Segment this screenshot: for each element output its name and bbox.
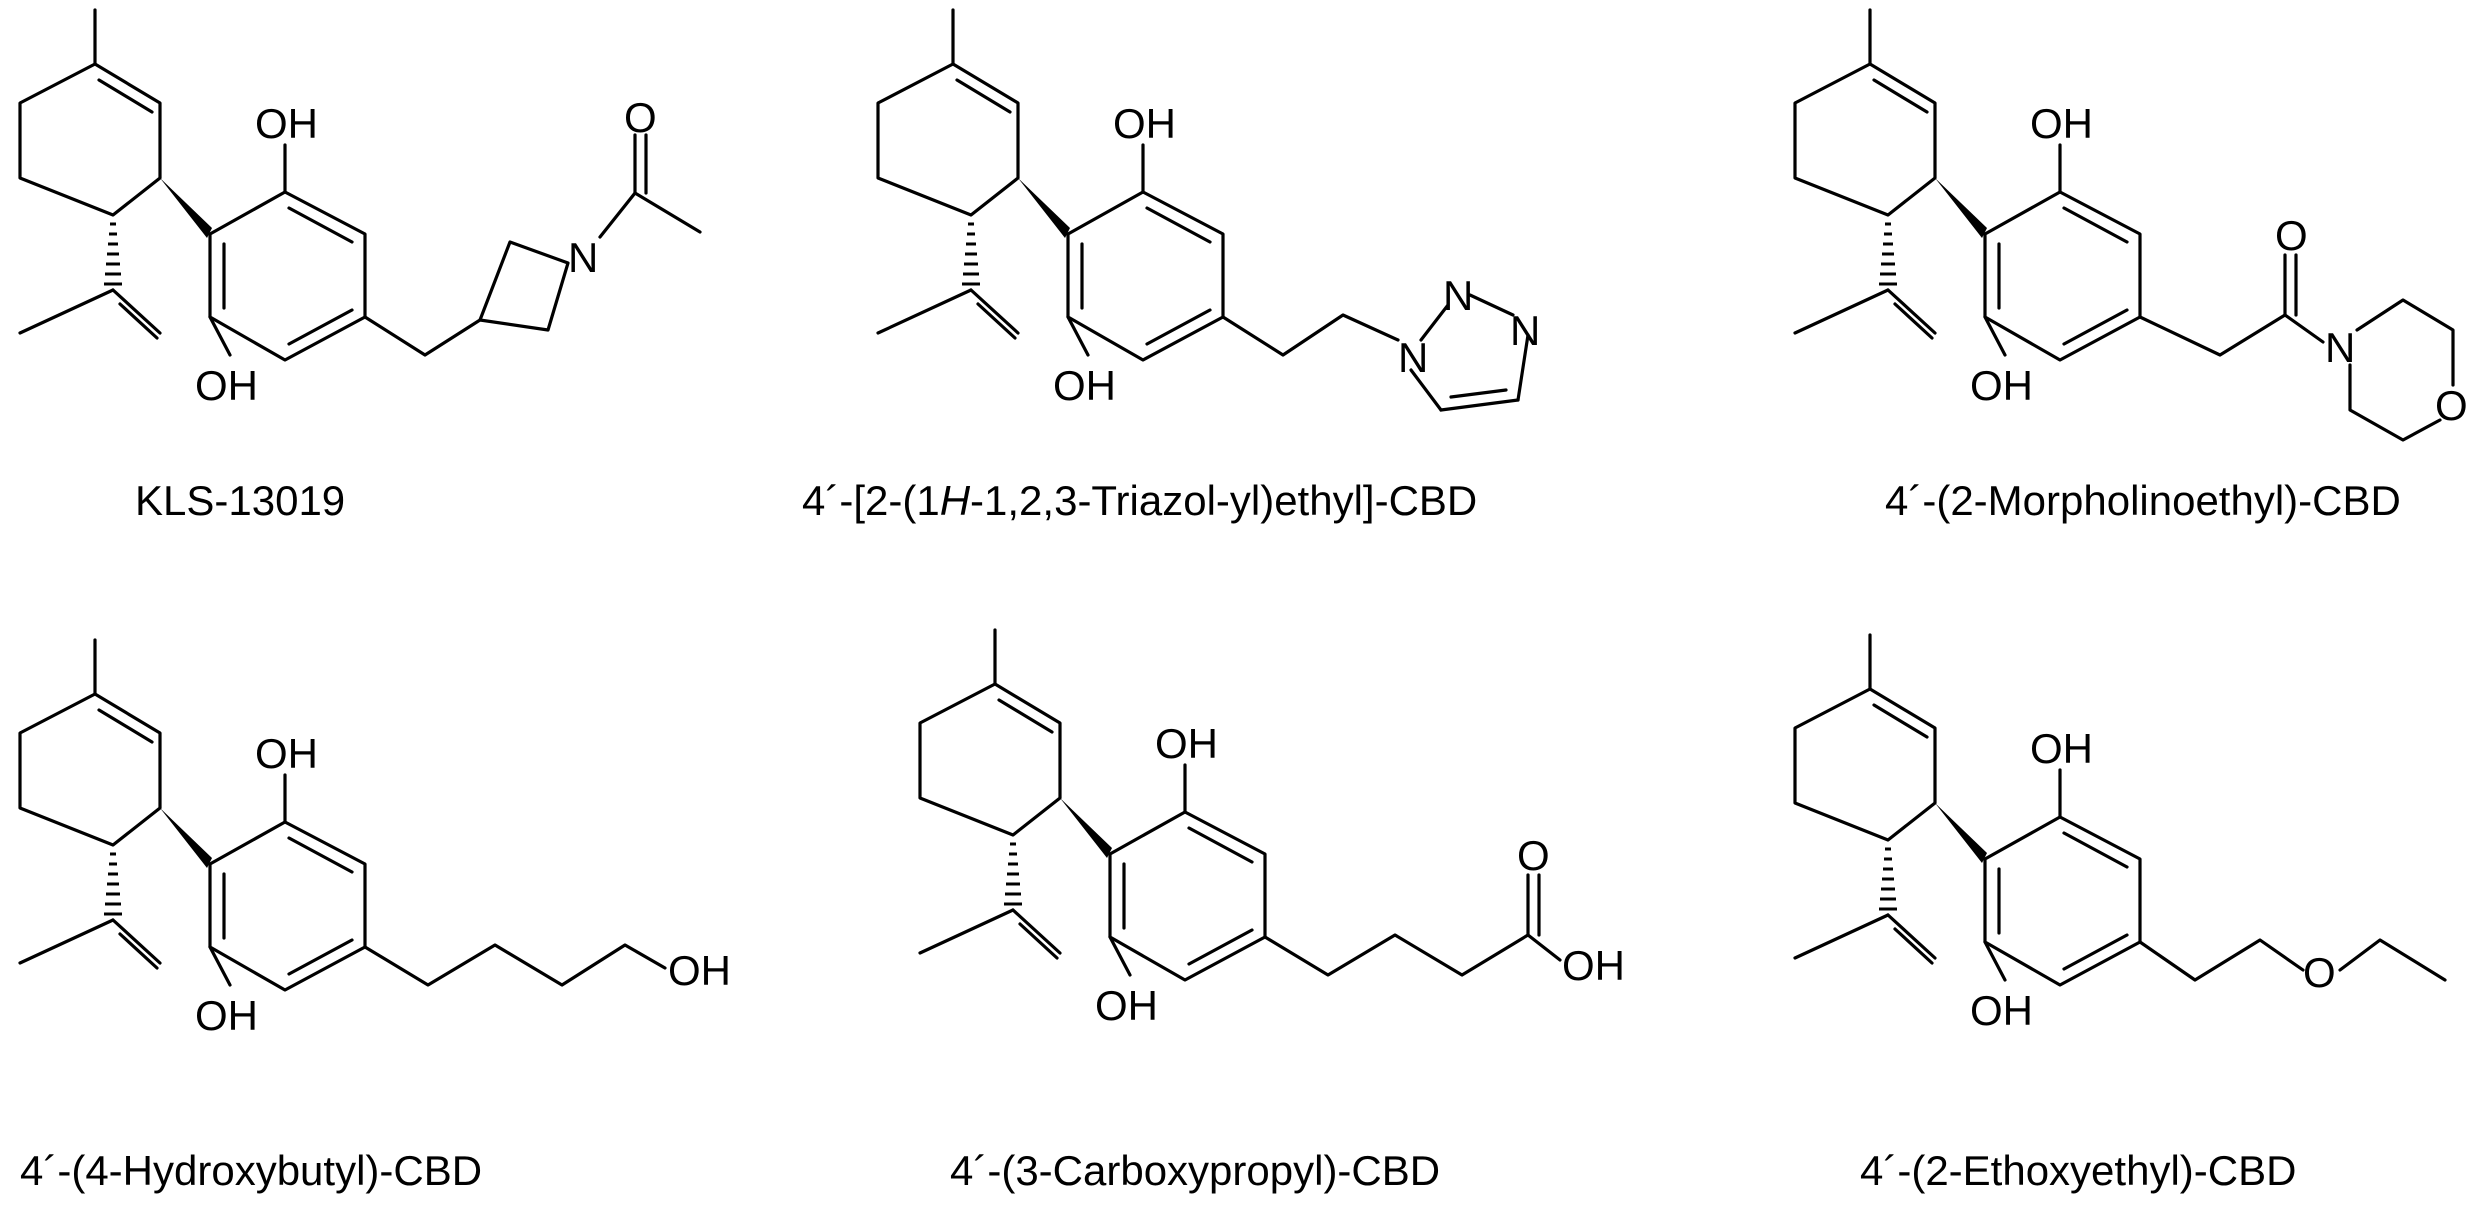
atom-oh-top: OH	[2030, 725, 2093, 772]
atom-oh-bottom: OH	[195, 362, 258, 409]
molecule-triazolyl-ethyl-cbd: OH OH N N N	[876, 8, 1540, 412]
atom-n2: N	[1443, 272, 1473, 319]
atom-n: N	[2325, 324, 2355, 371]
molecule-morpholinoethyl-cbd: OH OH O N O	[1793, 8, 2467, 442]
atom-oh-bottom: OH	[1053, 362, 1116, 409]
caption-hydroxybutyl-cbd: 4´-(4-Hydroxybutyl)-CBD	[20, 1147, 482, 1194]
atom-oh-bottom: OH	[195, 992, 258, 1039]
caption-triazolyl-ethyl-cbd: 4´-[2-(1H-1,2,3-Triazol-yl)ethyl]-CBD	[802, 477, 1477, 524]
caption-carboxypropyl-cbd: 4´-(3-Carboxypropyl)-CBD	[950, 1147, 1440, 1194]
molecule-hydroxybutyl-cbd: OH OH OH	[18, 638, 731, 1039]
atom-oh-top: OH	[255, 730, 318, 777]
molecule-kls-13019: OH OH N O	[18, 8, 702, 409]
atom-oh-end: OH	[668, 947, 731, 994]
atom-o: O	[624, 94, 657, 141]
atom-n: N	[568, 234, 598, 281]
atom-o-carbonyl: O	[2275, 212, 2308, 259]
atom-o-ether: O	[2303, 949, 2336, 996]
molecule-carboxypropyl-cbd: OH OH O OH	[918, 628, 1625, 1029]
molecule-ethoxyethyl-cbd: OH OH O	[1793, 633, 2447, 1034]
atom-oh-top: OH	[2030, 100, 2093, 147]
atom-oh-top: OH	[1155, 720, 1218, 767]
atom-oh-bottom: OH	[1970, 987, 2033, 1034]
caption-morpholinoethyl-cbd: 4´-(2-Morpholinoethyl)-CBD	[1885, 477, 2401, 524]
caption-ethoxyethyl-cbd: 4´-(2-Ethoxyethyl)-CBD	[1860, 1147, 2296, 1194]
atom-oh-acid: OH	[1562, 942, 1625, 989]
atom-n1: N	[1398, 334, 1428, 381]
caption-kls-13019: KLS-13019	[135, 477, 345, 524]
atom-n3: N	[1510, 307, 1540, 354]
atom-oh-bottom: OH	[1095, 982, 1158, 1029]
atom-oh-top: OH	[255, 100, 318, 147]
atom-oh-top: OH	[1113, 100, 1176, 147]
atom-o-carbonyl: O	[1517, 832, 1550, 879]
atom-o-ring: O	[2435, 382, 2467, 429]
atom-oh-bottom: OH	[1970, 362, 2033, 409]
